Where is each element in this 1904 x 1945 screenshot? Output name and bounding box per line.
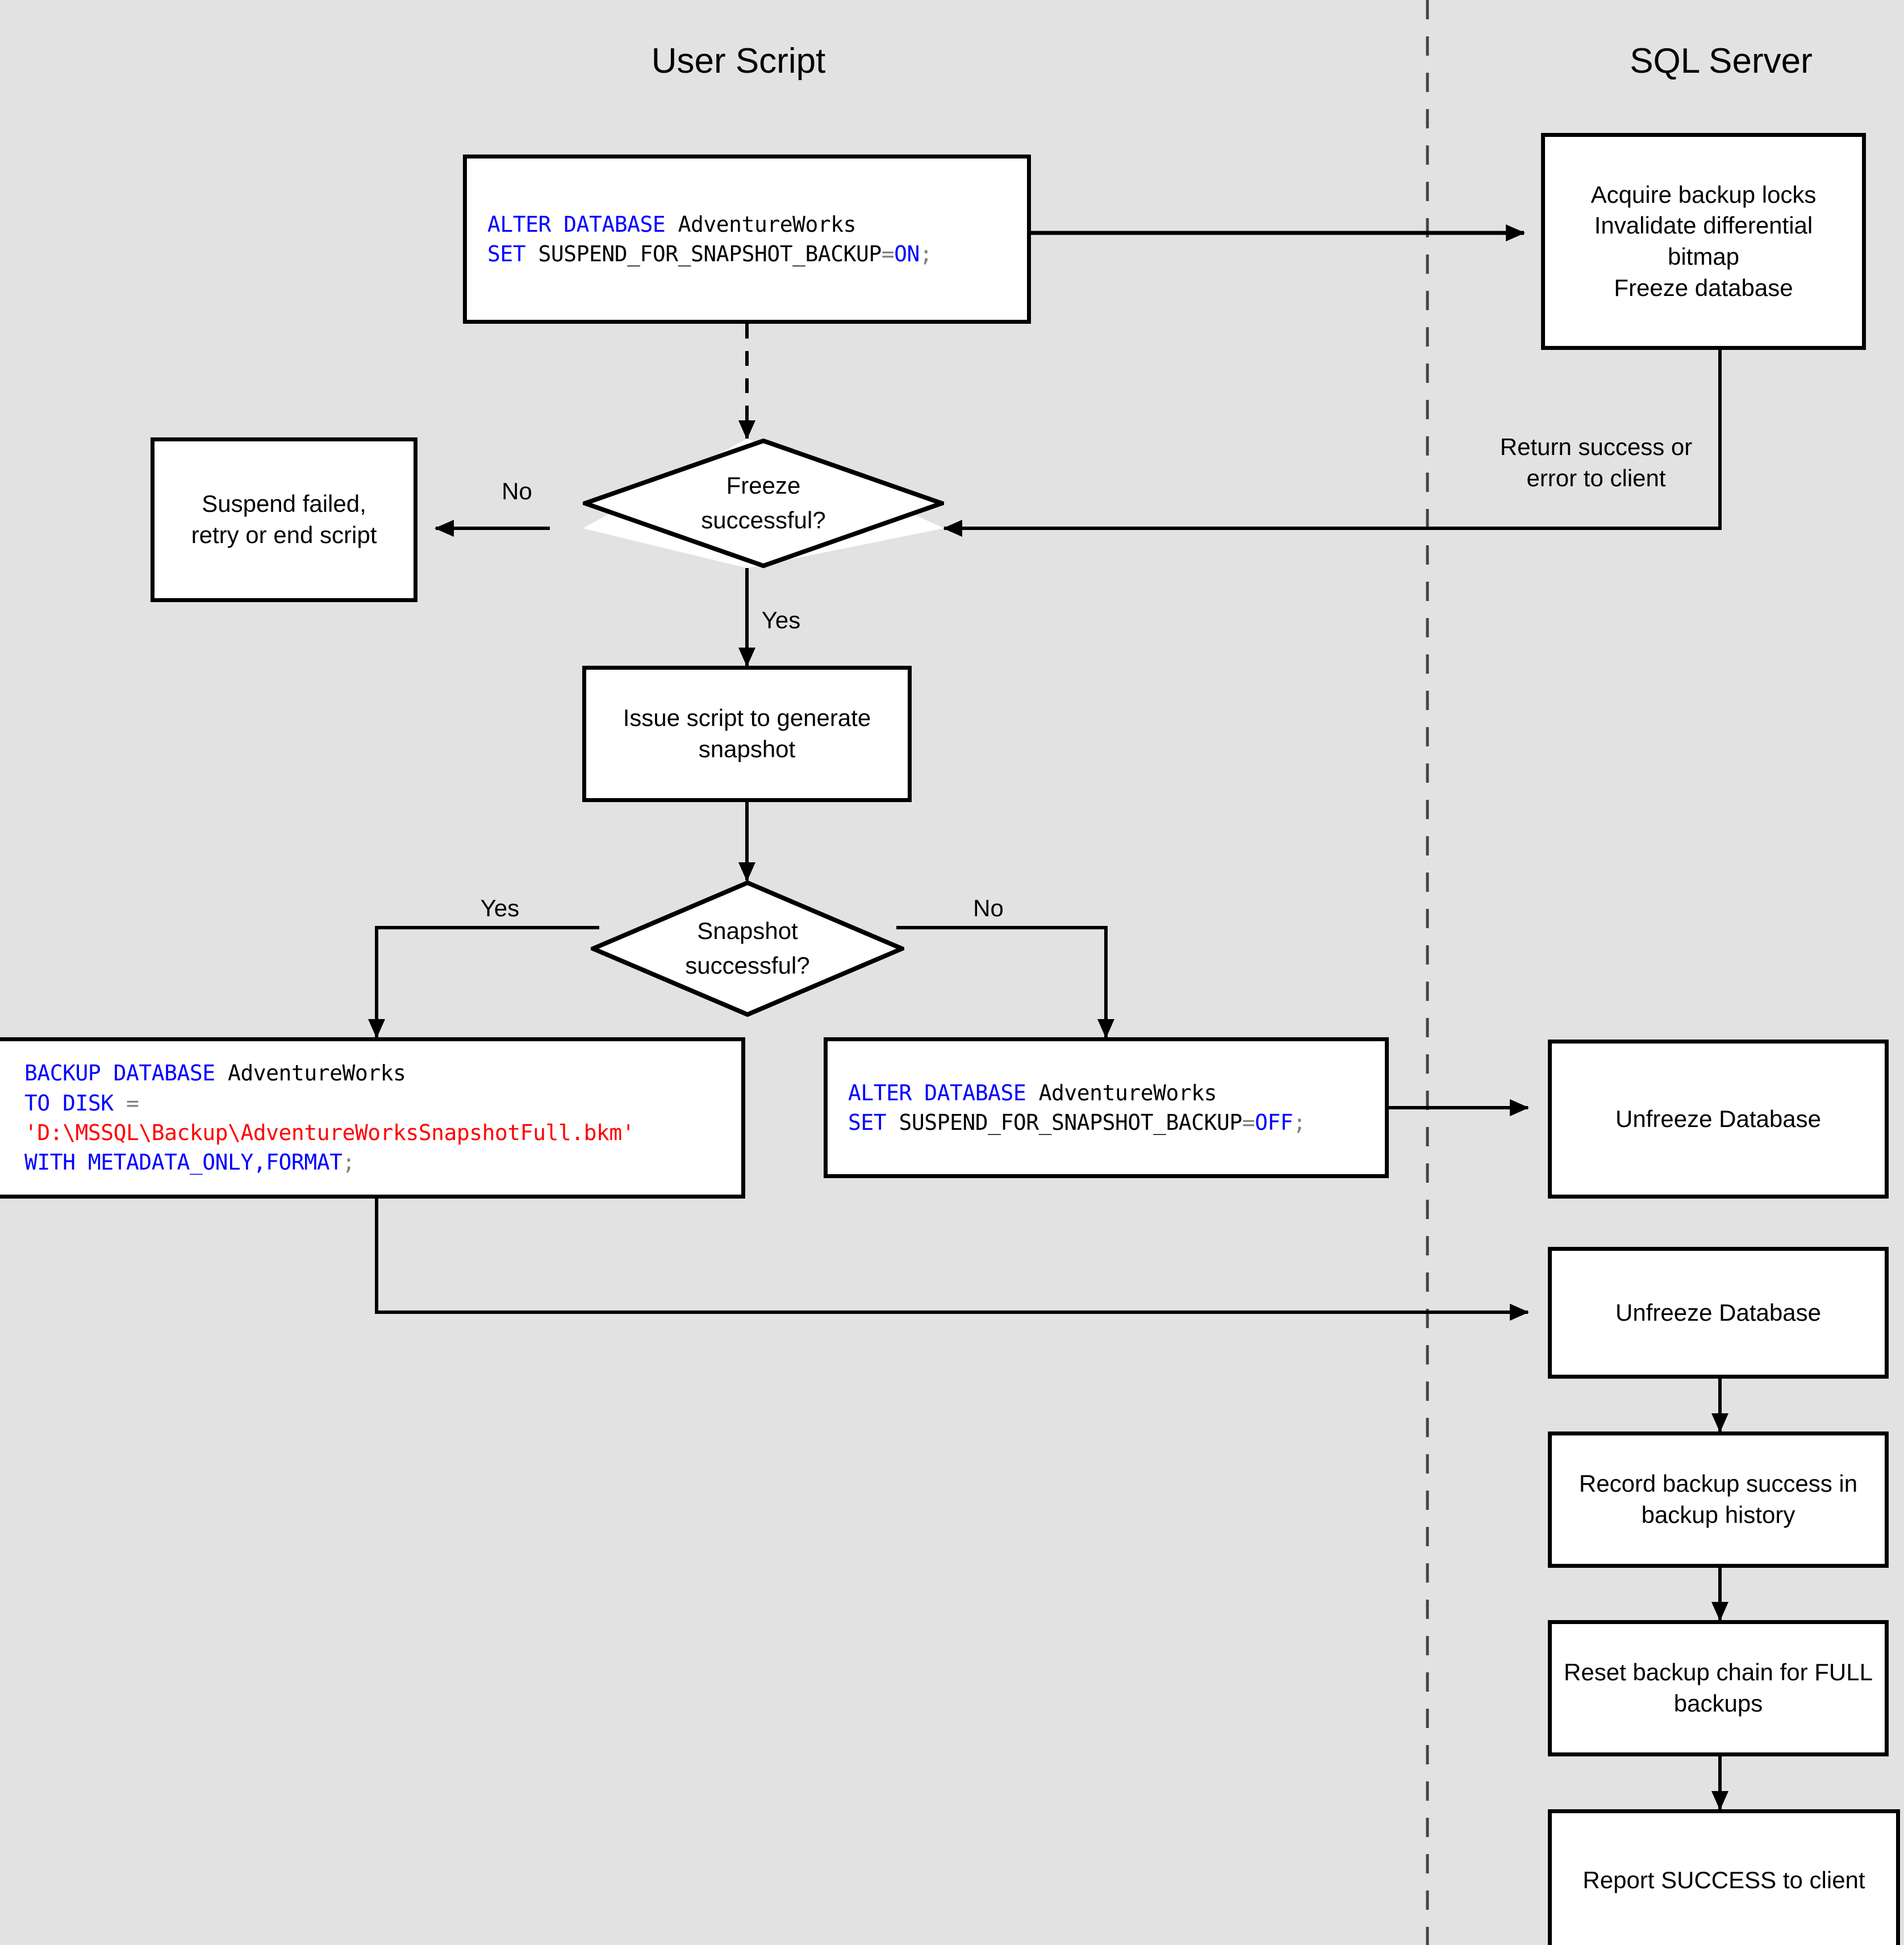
node-report-success-to-client[interactable]: Report SUCCESS to client: [1548, 1809, 1900, 1945]
node-alter-database-on[interactable]: ALTER DATABASE AdventureWorks SET SUSPEN…: [463, 155, 1031, 324]
node-issue-script-generate-snapshot[interactable]: Issue script to generate snapshot: [582, 666, 912, 802]
snapshot-decision-label: Snapshot successful?: [685, 917, 810, 979]
backup-line1-identifier: AdventureWorks: [215, 1061, 406, 1086]
backup-line3-string: 'D:\MSSQL\Backup\AdventureWorksSnapshotF…: [24, 1120, 635, 1145]
node-freeze-successful-decision[interactable]: Freeze successful?: [583, 439, 944, 568]
alter-on-line2-semicolon: ;: [919, 241, 933, 266]
edge-label-freeze-yes: Yes: [761, 607, 801, 633]
alter-on-line1-identifier: AdventureWorks: [665, 211, 857, 237]
alter-off-line2-identifier: SUSPEND_FOR_SNAPSHOT_BACKUP: [886, 1110, 1243, 1135]
node-reset-backup-chain[interactable]: Reset backup chain for FULL backups: [1548, 1620, 1889, 1756]
alter-on-line2-keyword: SET: [487, 241, 526, 266]
alter-off-line2-semicolon: ;: [1293, 1110, 1306, 1135]
backup-line4-keyword: WITH METADATA_ONLY,FORMAT: [24, 1150, 343, 1175]
node-record-backup-success[interactable]: Record backup success in backup history: [1548, 1431, 1889, 1568]
alter-off-line2-operator: =: [1242, 1110, 1255, 1135]
edge-snapshot-no: [896, 926, 1114, 1038]
alter-off-line2-value: OFF: [1255, 1110, 1293, 1135]
edge-snapshot-yes: [368, 926, 599, 1038]
alter-on-line2-value: ON: [894, 241, 920, 266]
node-unfreeze-database-1[interactable]: Unfreeze Database: [1548, 1040, 1889, 1199]
node-unfreeze-database-2[interactable]: Unfreeze Database: [1548, 1247, 1889, 1379]
freeze-decision-label: Freeze successful?: [701, 472, 826, 533]
alter-off-line1-identifier: AdventureWorks: [1026, 1080, 1217, 1105]
node-snapshot-successful-decision[interactable]: Snapshot successful?: [591, 880, 904, 1017]
alter-on-line2-operator: =: [881, 241, 895, 266]
backup-line2-operator: =: [113, 1090, 139, 1116]
edge-label-snapshot-no: No: [973, 895, 1004, 921]
edge-label-snapshot-yes: Yes: [480, 895, 520, 921]
alter-off-line1-keyword: ALTER DATABASE: [848, 1080, 1026, 1105]
edge-backup-to-unfreeze2: [375, 1199, 1529, 1321]
backup-line4-semicolon: ;: [342, 1150, 355, 1175]
alter-off-line2-keyword: SET: [848, 1110, 887, 1135]
lane-title-user-script: User Script: [651, 41, 826, 81]
node-backup-database[interactable]: BACKUP DATABASE AdventureWorks TO DISK =…: [0, 1037, 745, 1199]
edge-label-return-success-or-error: Return success or error to client: [1500, 433, 1693, 491]
freeze-diamond-shape: [583, 439, 944, 568]
backup-line2-keyword: TO DISK: [24, 1090, 114, 1116]
node-suspend-failed[interactable]: Suspend failed, retry or end script: [151, 437, 417, 602]
backup-line1-keyword: BACKUP DATABASE: [24, 1061, 215, 1086]
node-alter-database-off[interactable]: ALTER DATABASE AdventureWorks SET SUSPEN…: [824, 1037, 1389, 1178]
alter-on-line2-identifier: SUSPEND_FOR_SNAPSHOT_BACKUP: [525, 241, 882, 266]
alter-on-line1-keyword: ALTER DATABASE: [487, 211, 666, 237]
node-acquire-backup-locks[interactable]: Acquire backup locks Invalidate differen…: [1541, 133, 1866, 350]
snapshot-diamond-shape: [591, 880, 904, 1017]
lane-title-sql-server: SQL Server: [1630, 41, 1813, 81]
edge-label-freeze-no: No: [502, 478, 532, 504]
